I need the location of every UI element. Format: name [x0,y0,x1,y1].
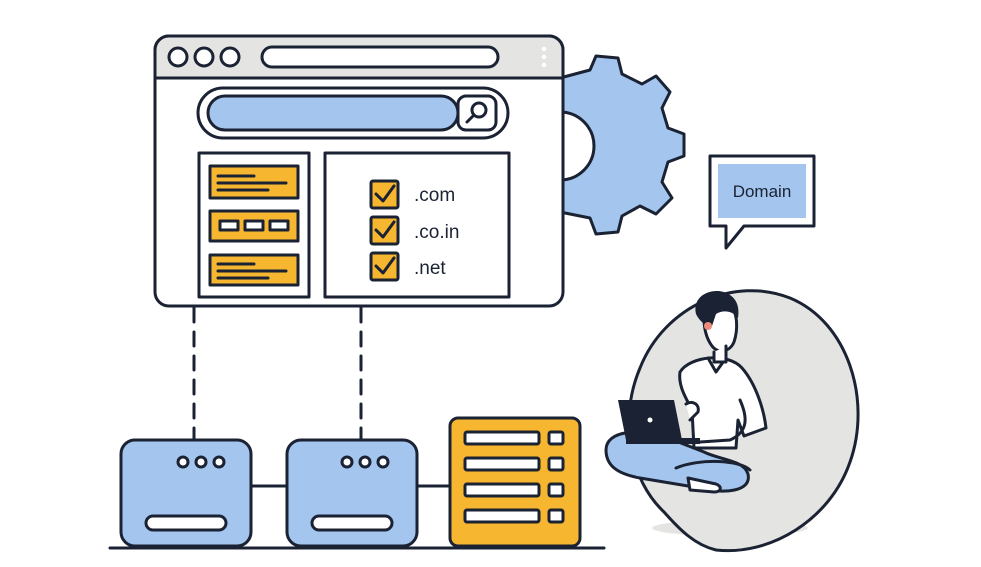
domain-option[interactable]: .com [369,179,455,210]
address-bar[interactable] [260,45,500,69]
window-dot [219,46,241,68]
browser-window: .com .co.in .net [153,34,565,308]
search-button[interactable] [456,94,498,132]
domain-label: .com [414,185,455,206]
domain-label: .net [414,258,446,279]
domain-checklist: .com .co.in .net [323,151,511,299]
speech-bubble-text: Domain [733,182,792,201]
laptop-icon [618,400,700,444]
domain-label: .co.in [414,222,459,243]
window-dot [167,46,189,68]
checkmark-icon [374,184,396,203]
hand [684,400,700,422]
window-dot [193,46,215,68]
foot [686,476,722,494]
search-input[interactable] [206,94,460,132]
person-on-beanbag [604,289,860,553]
domain-option[interactable]: .co.in [369,215,459,246]
gear-icon [558,54,686,236]
server-box [285,438,419,548]
menu-dots-icon [541,46,547,68]
ear [704,322,712,330]
checkmark-icon [374,220,396,239]
window-controls [167,46,241,68]
database-panel [448,416,582,548]
magnifier-icon [465,101,488,124]
domain-option[interactable]: .net [369,251,446,282]
server-box [119,438,253,548]
left-panel [197,151,311,299]
hair [695,290,739,326]
connector-lines [192,306,363,442]
checkmark-icon [374,256,396,275]
speech-bubble: Domain [708,154,816,250]
